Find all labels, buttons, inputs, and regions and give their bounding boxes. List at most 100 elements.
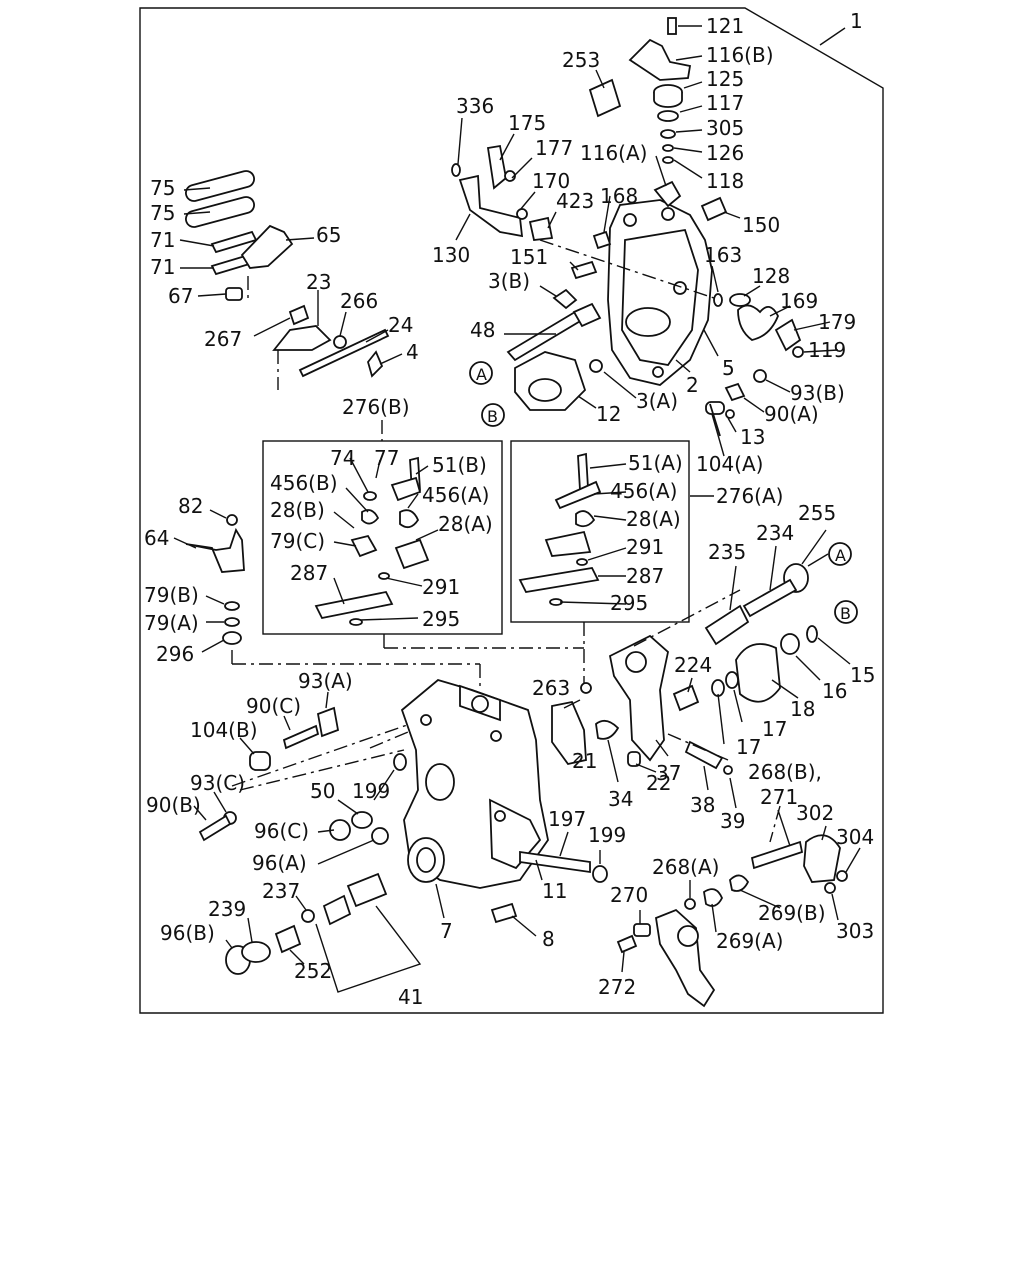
callout-4: 4 <box>406 340 419 364</box>
callout-12: 12 <box>596 402 621 426</box>
callout-296: 296 <box>156 642 194 666</box>
callout-104b: 104(B) <box>190 718 258 742</box>
callout-51a: 51(A) <box>628 451 683 475</box>
callout-268b: 268(B), <box>748 760 822 784</box>
callout-126: 126 <box>706 141 744 165</box>
callout-23: 23 <box>306 270 331 294</box>
callout-79c: 79(C) <box>270 529 325 553</box>
callout-28a-left: 28(A) <box>438 512 493 536</box>
callout-50: 50 <box>310 779 335 803</box>
callout-168: 168 <box>600 184 638 208</box>
callout-77: 77 <box>374 446 399 470</box>
callout-5: 5 <box>722 356 735 380</box>
callout-175: 175 <box>508 111 546 135</box>
callout-423: 423 <box>556 189 594 213</box>
callout-269b: 269(B) <box>758 901 826 925</box>
callout-291-left: 291 <box>422 575 460 599</box>
callout-64: 64 <box>144 526 169 550</box>
callout-121: 121 <box>706 14 744 38</box>
callout-93b: 93(B) <box>790 381 845 405</box>
pump-body <box>400 679 549 889</box>
callout-96a: 96(A) <box>252 851 307 875</box>
callout-304: 304 <box>836 825 874 849</box>
mark-a-upper: A <box>476 365 487 384</box>
callout-263: 263 <box>532 676 570 700</box>
callout-90c: 90(C) <box>246 694 301 718</box>
callout-130: 130 <box>432 243 470 267</box>
callout-118: 118 <box>706 169 744 193</box>
callout-125: 125 <box>706 67 744 91</box>
callout-28b: 28(B) <box>270 498 325 522</box>
callout-302: 302 <box>796 801 834 825</box>
mark-b-upper: B <box>487 407 498 426</box>
callout-90a: 90(A) <box>764 402 819 426</box>
callout-117: 117 <box>706 91 744 115</box>
callout-305: 305 <box>706 116 744 140</box>
callout-235: 235 <box>708 540 746 564</box>
callout-16: 16 <box>822 679 847 703</box>
callout-13: 13 <box>740 425 765 449</box>
callout-37: 37 <box>656 761 681 785</box>
callout-71-bottom: 71 <box>150 255 175 279</box>
callout-199-left: 199 <box>352 779 390 803</box>
callout-224: 224 <box>674 653 712 677</box>
callout-252: 252 <box>294 959 332 983</box>
callout-336: 336 <box>456 94 494 118</box>
callout-197: 197 <box>548 807 586 831</box>
callout-67: 67 <box>168 284 193 308</box>
callout-116a: 116(A) <box>580 141 647 165</box>
callout-96b: 96(B) <box>160 921 215 945</box>
callout-303: 303 <box>836 919 874 943</box>
callout-169: 169 <box>780 289 818 313</box>
callout-150: 150 <box>742 213 780 237</box>
callout-82: 82 <box>178 494 203 518</box>
callout-267: 267 <box>204 327 242 351</box>
mark-a-lower: A <box>835 546 846 565</box>
callout-79a: 79(A) <box>144 611 199 635</box>
callout-39: 39 <box>720 809 745 833</box>
callout-177: 177 <box>535 136 573 160</box>
callout-234: 234 <box>756 521 794 545</box>
callout-151: 151 <box>510 245 548 269</box>
callout-79b: 79(B) <box>144 583 199 607</box>
callout-287-left: 287 <box>290 561 328 585</box>
callout-15: 15 <box>850 663 875 687</box>
callout-34: 34 <box>608 787 633 811</box>
callout-119: 119 <box>808 338 846 362</box>
callout-128: 128 <box>752 264 790 288</box>
callout-239: 239 <box>208 897 246 921</box>
callout-291-right: 291 <box>626 535 664 559</box>
callout-104a: 104(A) <box>696 452 763 476</box>
callout-116b: 116(B) <box>706 43 774 67</box>
callout-253: 253 <box>562 48 600 72</box>
callout-287-right: 287 <box>626 564 664 588</box>
assembly-label: 1 <box>850 9 863 33</box>
callout-456b: 456(B) <box>270 471 338 495</box>
callout-8: 8 <box>542 927 555 951</box>
callout-270: 270 <box>610 883 648 907</box>
callout-199-right: 199 <box>588 823 626 847</box>
callout-3a: 3(A) <box>636 389 678 413</box>
callout-179: 179 <box>818 310 856 334</box>
callout-65: 65 <box>316 223 341 247</box>
mark-b-lower: B <box>840 604 851 623</box>
callout-48: 48 <box>470 318 495 342</box>
callout-271: 271 <box>760 785 798 809</box>
callout-21: 21 <box>572 749 597 773</box>
callout-11: 11 <box>542 879 567 903</box>
callout-276a: 276(A) <box>716 484 783 508</box>
callout-51b: 51(B) <box>432 453 487 477</box>
callout-17-upper: 17 <box>736 735 761 759</box>
callout-237: 237 <box>262 879 300 903</box>
callout-456a-left: 456(A) <box>422 483 489 507</box>
callout-170: 170 <box>532 169 570 193</box>
callout-28a-right: 28(A) <box>626 507 681 531</box>
callout-276b: 276(B) <box>342 395 410 419</box>
callout-41: 41 <box>398 985 423 1009</box>
callout-24: 24 <box>388 313 413 337</box>
callout-456a-right: 456(A) <box>610 479 677 503</box>
callout-75-top: 75 <box>150 176 175 200</box>
rear-housing <box>607 180 713 386</box>
callout-268a: 268(A) <box>652 855 719 879</box>
